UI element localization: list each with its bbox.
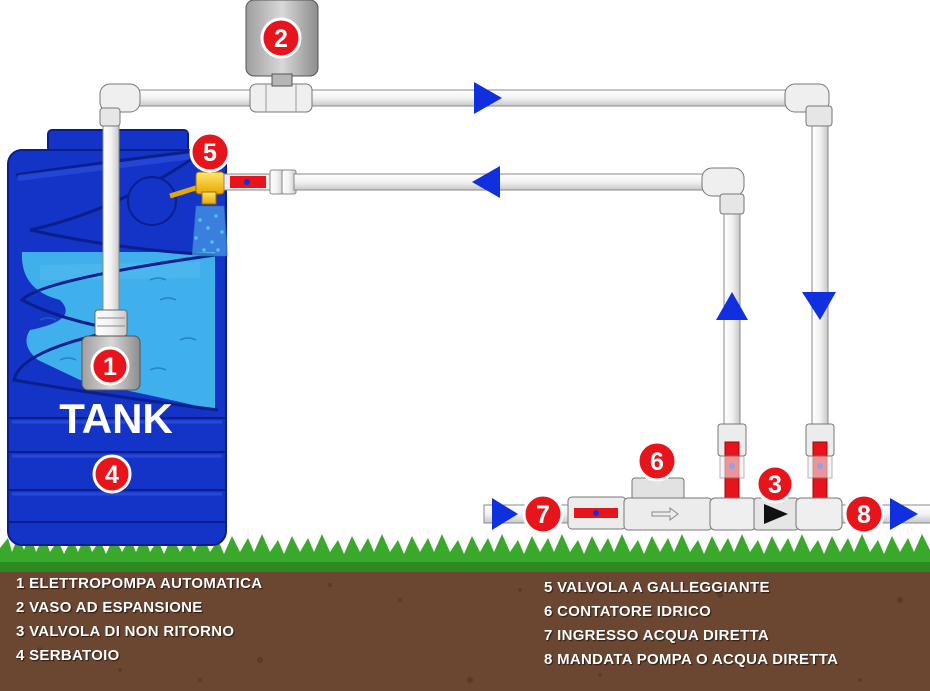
legend-item: 3 VALVOLA DI NON RITORNO: [16, 623, 235, 640]
svg-text:5: 5: [203, 139, 217, 167]
bottom-line: [483, 477, 930, 531]
soil: [0, 560, 930, 691]
svg-text:8: 8: [857, 501, 871, 529]
svg-text:7: 7: [536, 501, 550, 529]
svg-text:1: 1: [103, 353, 117, 381]
tank-label: TANK: [59, 395, 173, 442]
arrow-up-icon: [716, 292, 748, 320]
svg-text:6: 6: [650, 448, 664, 476]
float-valve: [127, 169, 297, 257]
legend-right: 5 VALVOLA A GALLEGGIANTE 6 CONTATORE IDR…: [544, 576, 838, 672]
grass-shadow: [0, 562, 930, 572]
badge-outlet: 8: [843, 493, 885, 535]
meter-arrow-icon: [651, 507, 679, 521]
svg-text:2: 2: [274, 25, 288, 53]
svg-text:3: 3: [768, 471, 782, 499]
legend-item: 8 MANDATA POMPA O ACQUA DIRETTA: [544, 651, 839, 668]
ball-valve-right: [805, 423, 835, 503]
legend-item: 2 VASO AD ESPANSIONE: [16, 599, 203, 616]
legend-item: 5 VALVOLA A GALLEGGIANTE: [544, 579, 770, 596]
pump-line: [99, 83, 833, 431]
badge-tank: 4: [92, 454, 132, 494]
riser-pipe: [102, 117, 120, 319]
water-spray-icon: [191, 205, 229, 257]
badge-water-meter: 6: [636, 440, 678, 482]
badge-check-valve: 3: [755, 464, 795, 504]
arrow-right-icon: [492, 498, 518, 530]
ball-valve-left: [717, 423, 747, 503]
legend-item: 1 ELETTROPOMPA AUTOMATICA: [16, 575, 263, 592]
soil-texture: [37, 583, 903, 683]
legend-item: 6 CONTATORE IDRICO: [544, 603, 712, 620]
legend-item: 7 INGRESSO ACQUA DIRETTA: [544, 627, 769, 644]
legend-left: 1 ELETTROPOMPA AUTOMATICA 2 VASO AD ESPA…: [16, 572, 262, 668]
float-line: [293, 167, 745, 433]
flow-arrows: [472, 82, 918, 530]
arrow-right-icon: [474, 82, 502, 114]
float-ball: [127, 176, 177, 226]
badge-inlet: 7: [522, 493, 564, 535]
svg-text:4: 4: [105, 461, 119, 489]
badge-pump: 1: [90, 346, 130, 386]
arrow-right-icon: [890, 498, 918, 530]
arrow-down-icon: [802, 292, 836, 320]
badge-expansion-vessel: 2: [260, 17, 302, 59]
arrow-left-icon: [472, 166, 500, 198]
badge-float-valve: 5: [189, 131, 231, 173]
legend-item: 4 SERBATOIO: [16, 647, 120, 664]
